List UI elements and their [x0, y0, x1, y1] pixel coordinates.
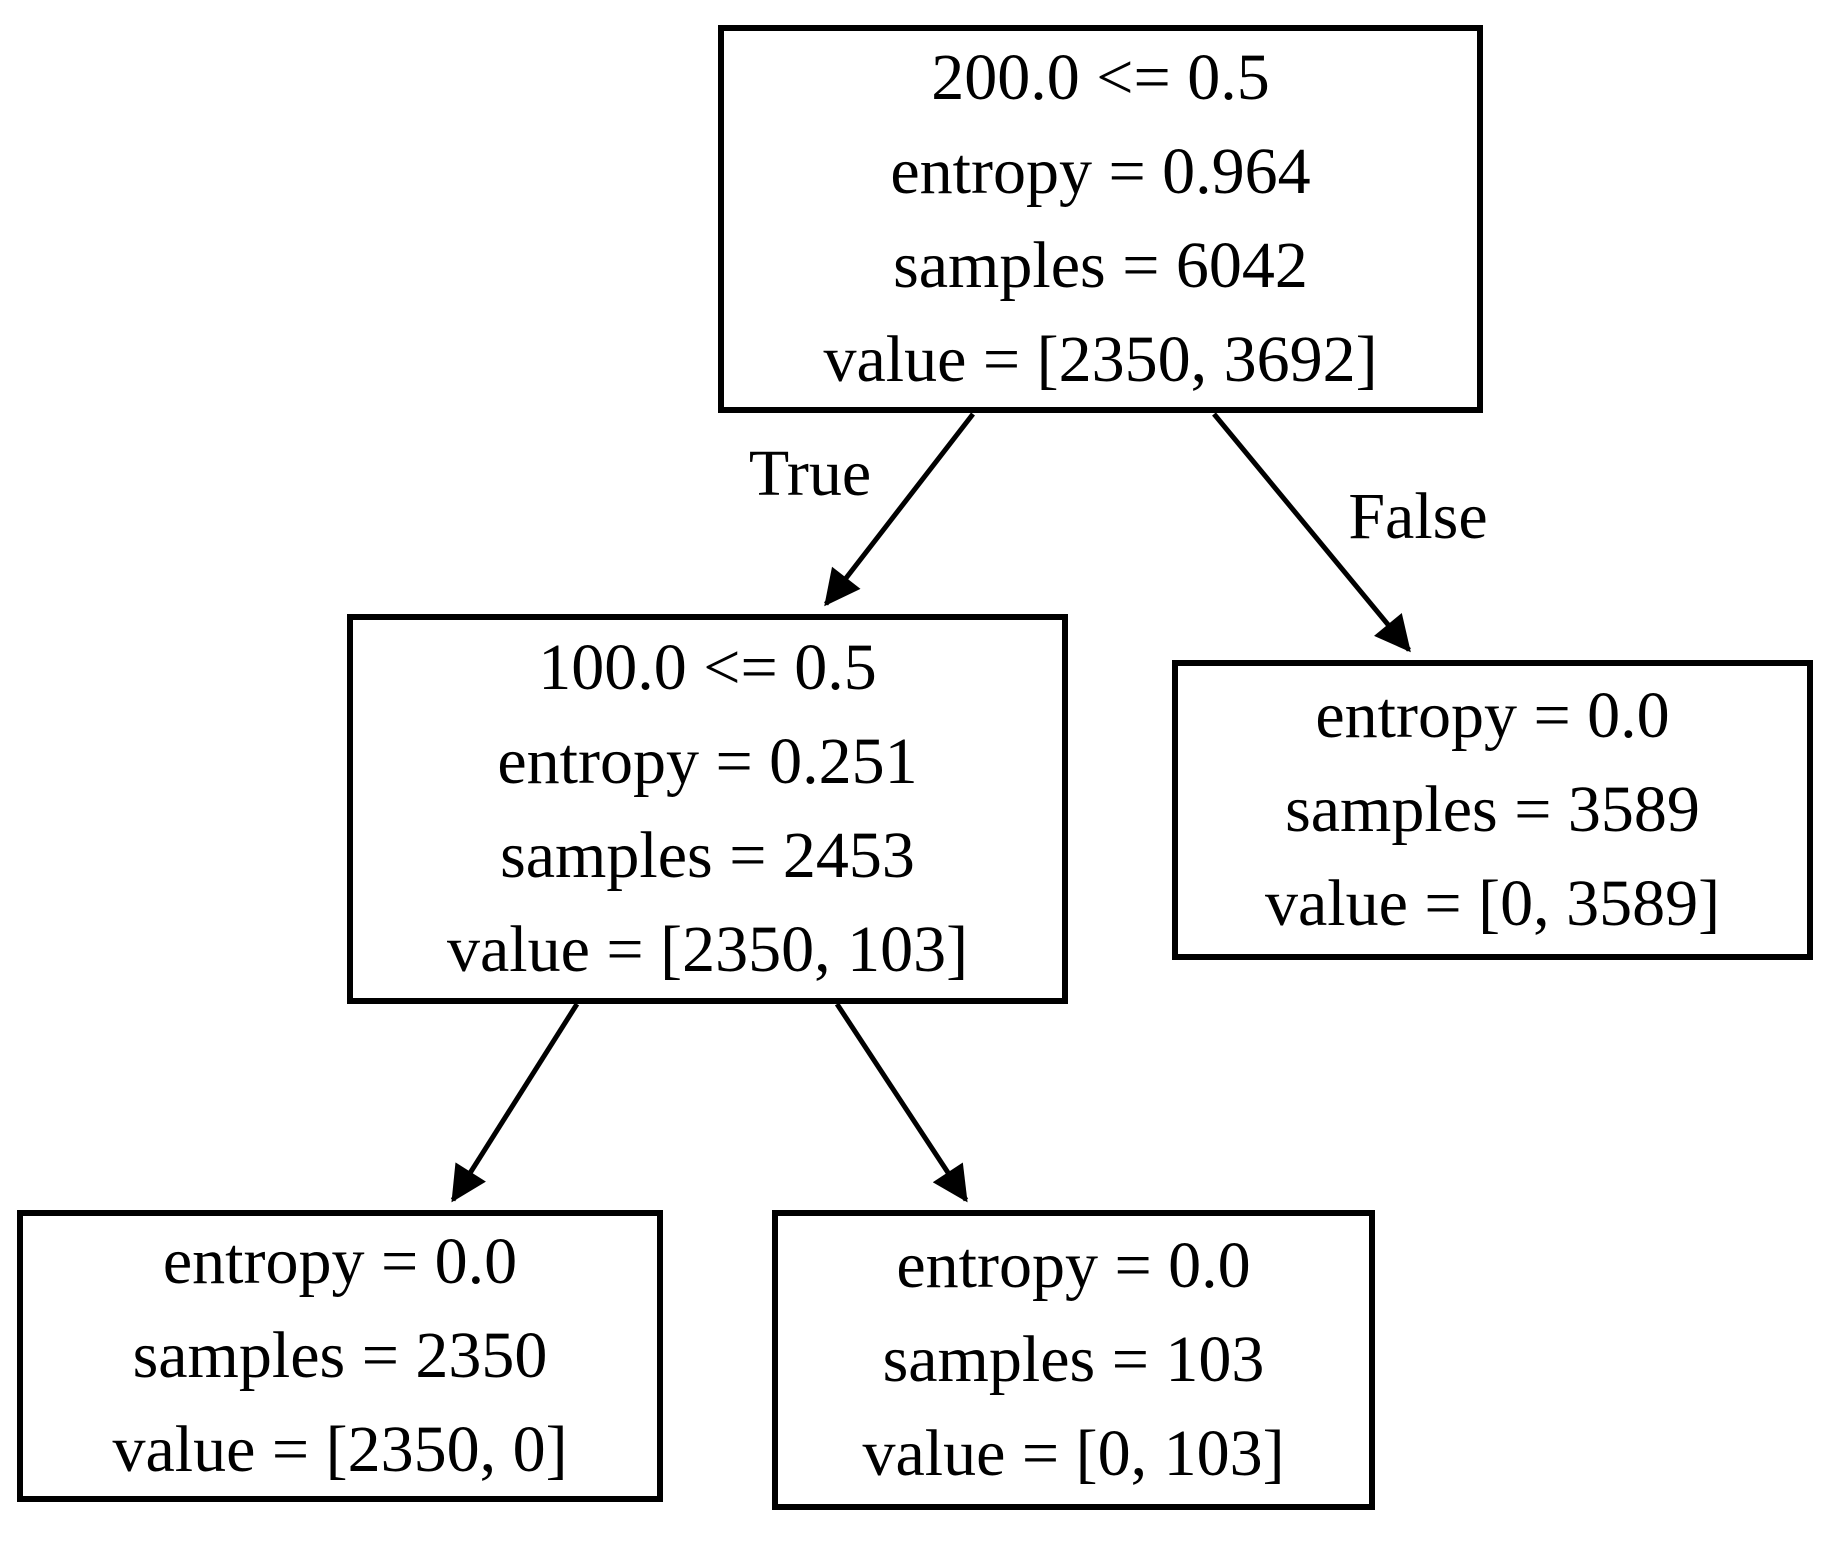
node-value-text: value = [0, 3589]	[1264, 867, 1721, 940]
edge-root-false	[1212, 412, 1411, 653]
tree-node-left-left-leaf: entropy = 0.0 samples = 2350 value = [23…	[17, 1210, 663, 1502]
node-entropy-text: entropy = 0.0	[162, 1225, 518, 1298]
tree-node-root: 200.0 <= 0.5 entropy = 0.964 samples = 6…	[718, 25, 1483, 413]
node-value-text: value = [2350, 103]	[446, 913, 969, 986]
node-value-text: value = [0, 103]	[862, 1417, 1285, 1490]
edge-left-false	[834, 1002, 969, 1203]
node-condition-text: 100.0 <= 0.5	[538, 631, 877, 704]
node-samples-text: samples = 103	[882, 1323, 1265, 1396]
node-value-text: value = [2350, 3692]	[823, 323, 1378, 396]
edge-label-true: True	[748, 437, 872, 510]
node-samples-text: samples = 2453	[500, 819, 915, 892]
edge-label-false: False	[1348, 480, 1488, 553]
tree-node-right-leaf: entropy = 0.0 samples = 3589 value = [0,…	[1172, 660, 1813, 960]
node-condition-text: 200.0 <= 0.5	[931, 41, 1270, 114]
node-samples-text: samples = 3589	[1285, 773, 1700, 846]
edge-left-true	[450, 1002, 580, 1203]
node-entropy-text: entropy = 0.0	[1315, 679, 1670, 752]
node-samples-text: samples = 2350	[132, 1319, 548, 1392]
node-entropy-text: entropy = 0.0	[896, 1229, 1251, 1302]
node-samples-text: samples = 6042	[893, 229, 1308, 302]
tree-node-left-split: 100.0 <= 0.5 entropy = 0.251 samples = 2…	[347, 614, 1068, 1004]
tree-node-left-right-leaf: entropy = 0.0 samples = 103 value = [0, …	[772, 1210, 1375, 1510]
node-entropy-text: entropy = 0.964	[890, 135, 1311, 208]
node-value-text: value = [2350, 0]	[112, 1413, 568, 1486]
node-entropy-text: entropy = 0.251	[497, 725, 918, 798]
edge-root-true	[824, 412, 975, 607]
